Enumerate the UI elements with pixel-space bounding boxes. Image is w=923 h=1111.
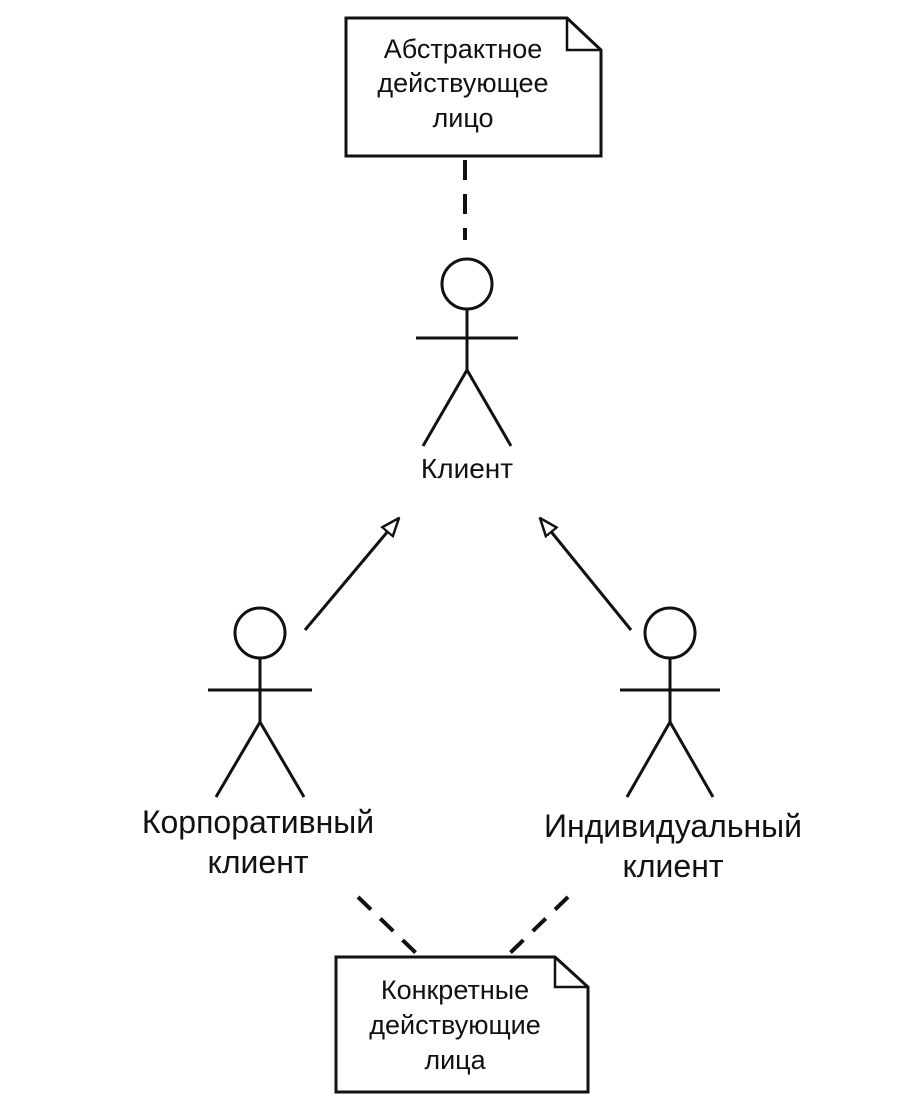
note-concrete-outline — [334, 955, 590, 1094]
note-link-corporate — [356, 895, 420, 957]
actor-individual-client: Индивидуальный клиент — [544, 606, 802, 884]
note-abstract-actor: Абстрактное действующее лицо — [344, 16, 603, 158]
generalization-arrow-individual — [540, 518, 633, 631]
stick-figure-icon — [208, 606, 312, 798]
note-abstract-outline — [344, 16, 603, 158]
note-concrete-fold — [553, 957, 588, 989]
note-concrete-actors: Конкретные действующие лица — [334, 955, 590, 1094]
generalization-arrow-corporate — [303, 518, 399, 631]
actor-corporate-client: Корпоративный клиент — [142, 606, 374, 880]
actor-corporate-label-line-2: клиент — [207, 844, 308, 880]
stick-figure-icon — [416, 257, 518, 447]
actor-client-label: Клиент — [421, 453, 513, 484]
note-concrete-line-2: действующие — [369, 1010, 541, 1040]
note-abstract-line-2: действующее — [377, 68, 548, 98]
stick-figure-icon — [620, 606, 720, 798]
note-link-individual — [506, 895, 570, 957]
actor-individual-label-line-2: клиент — [622, 848, 723, 884]
note-abstract-fold — [565, 18, 601, 52]
note-abstract-line-1: Абстрактное — [384, 34, 543, 64]
note-concrete-line-1: Конкретные — [381, 975, 529, 1005]
note-concrete-line-3: лица — [424, 1045, 486, 1075]
actor-corporate-label-line-1: Корпоративный — [142, 804, 374, 840]
actor-client: Клиент — [416, 257, 518, 484]
actor-individual-label-line-1: Индивидуальный — [544, 808, 802, 844]
note-abstract-line-3: лицо — [432, 103, 493, 133]
